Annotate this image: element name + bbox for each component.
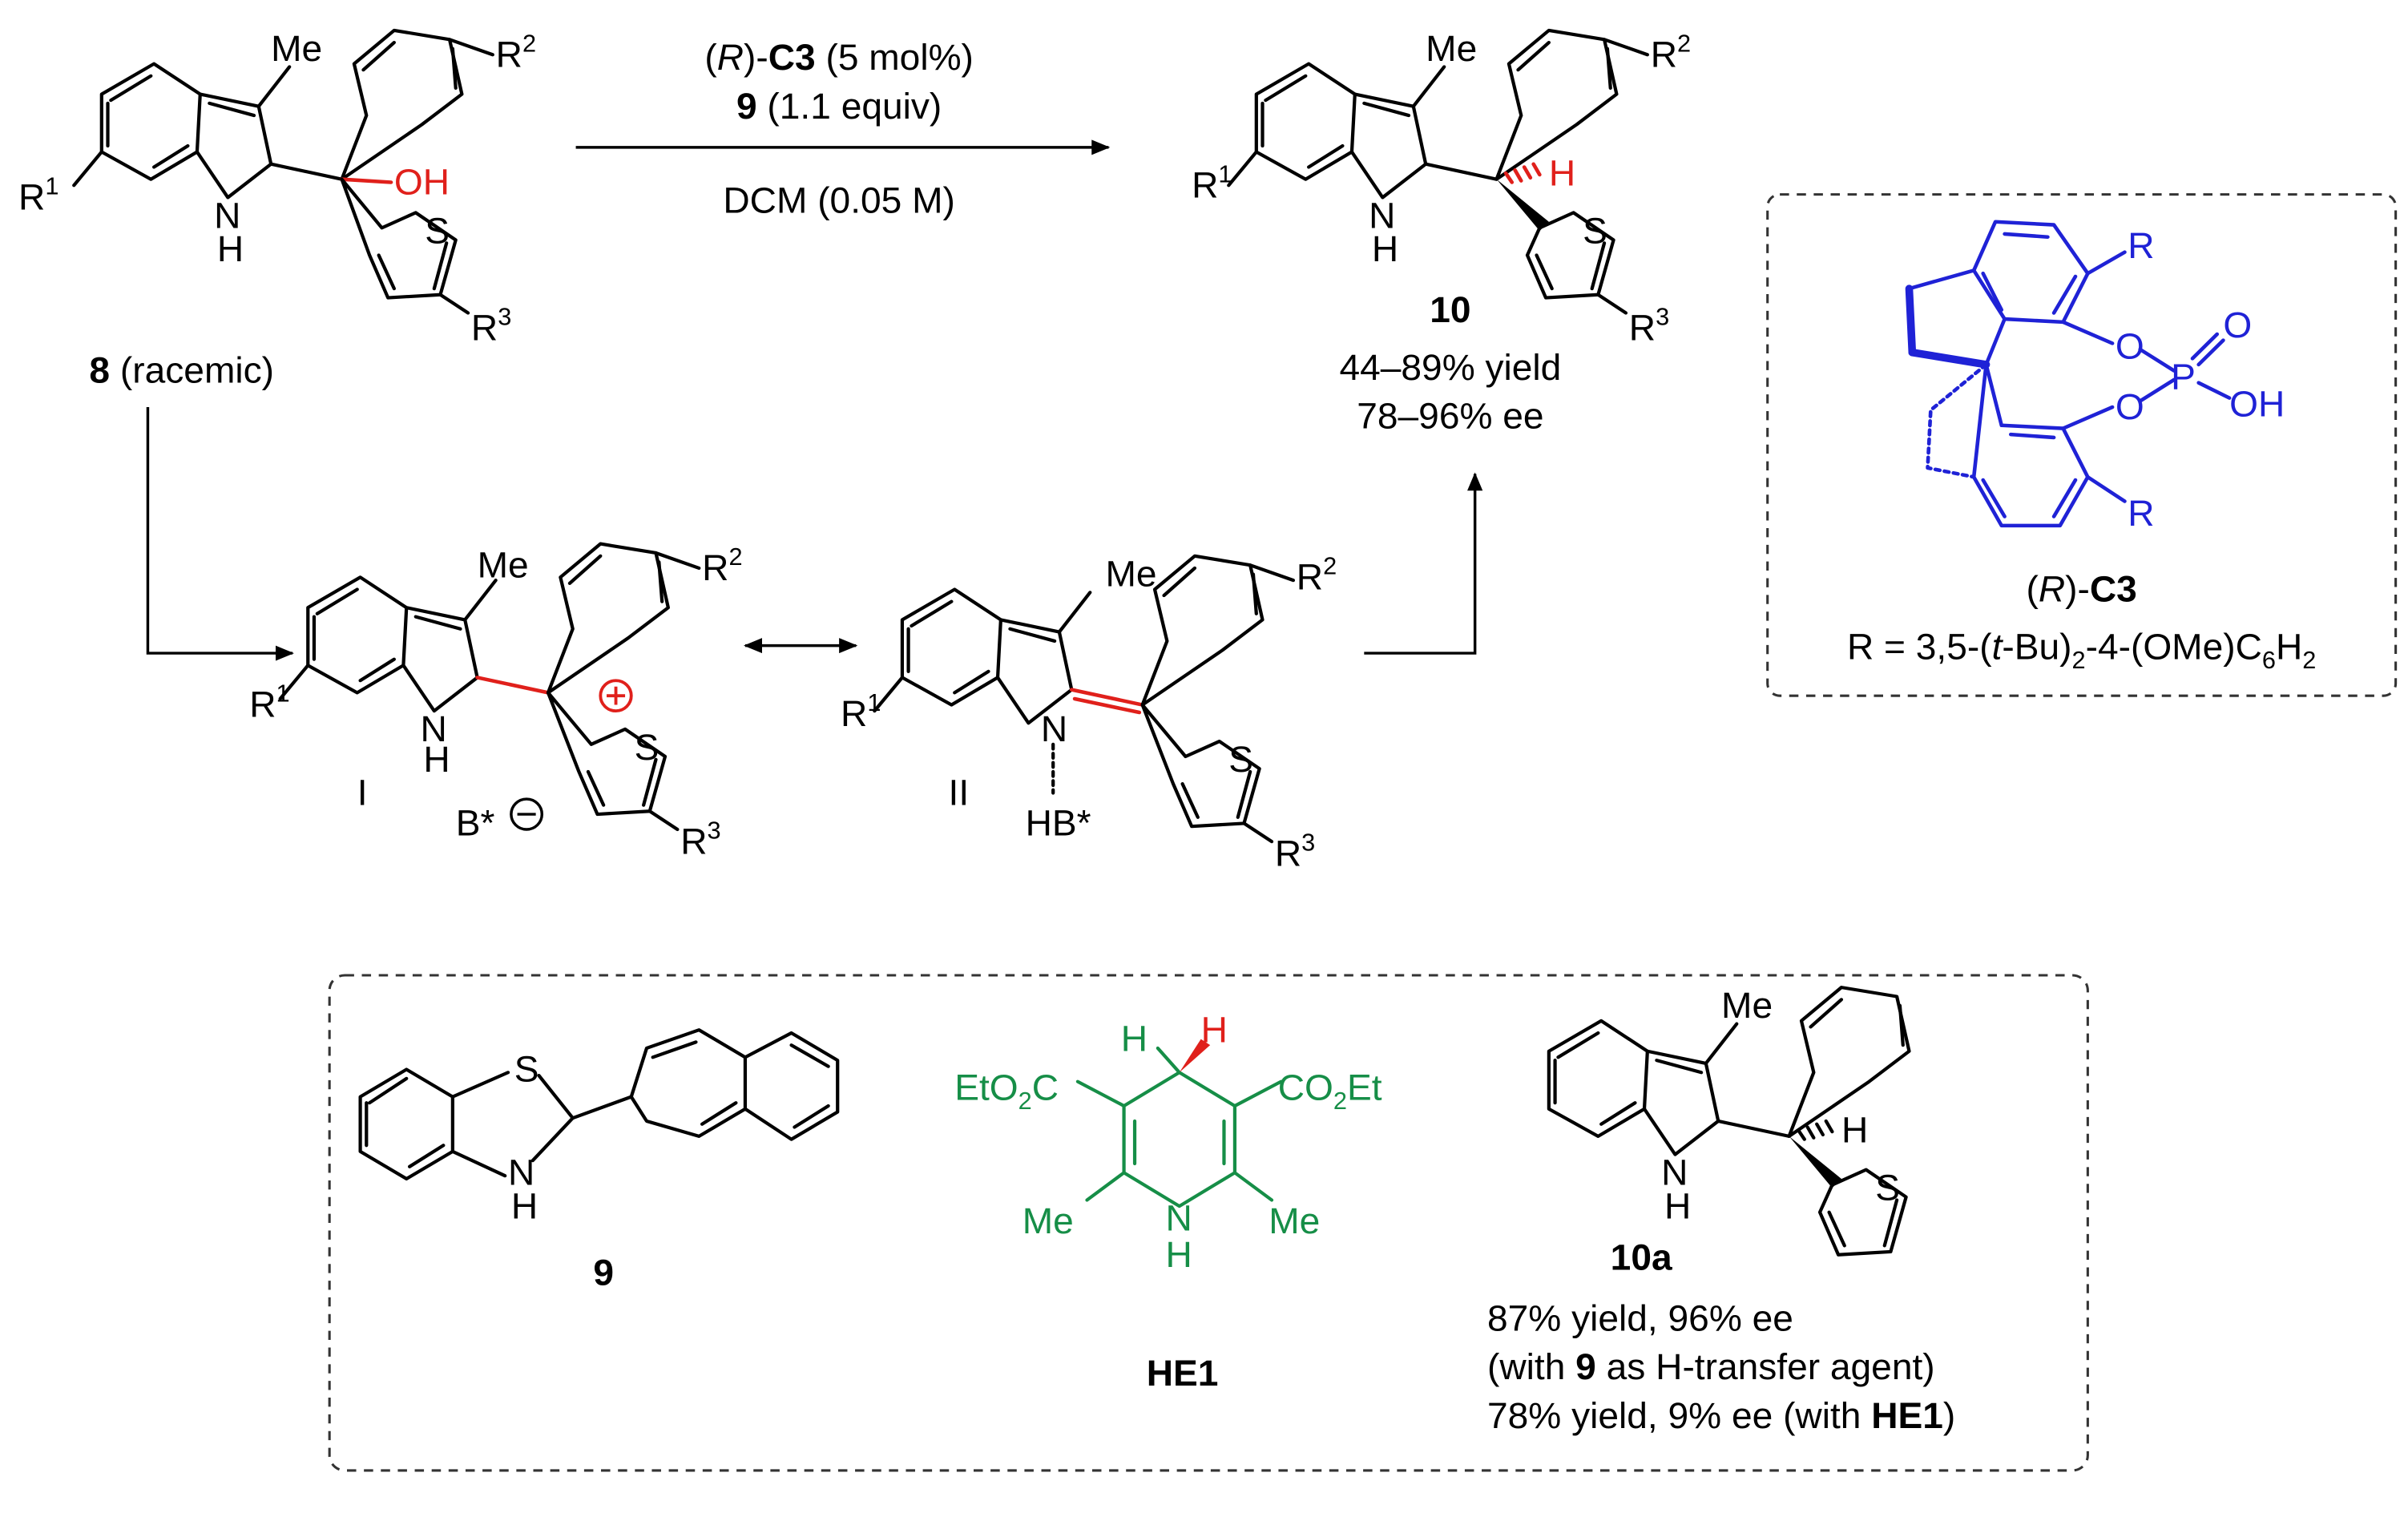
product-yield: 44–89% yield bbox=[1339, 347, 1561, 388]
compound-10a-methyl: Me bbox=[1721, 985, 1773, 1026]
product-thiophene-s: S bbox=[1583, 211, 1607, 252]
intermediate-i-counterion: B* bbox=[456, 803, 495, 844]
solvent-condition: DCM (0.05 M) bbox=[723, 180, 954, 221]
product-r3-label: R3 bbox=[1629, 304, 1669, 349]
intermediate-ii-structure bbox=[873, 554, 1296, 844]
compound-10a-result3: 78% yield, 9% ee (with HE1) bbox=[1487, 1395, 1955, 1436]
comparison-box bbox=[328, 974, 2089, 1472]
compound-9-h: H bbox=[511, 1186, 538, 1227]
intermediate-ii-methyl: Me bbox=[1106, 554, 1157, 595]
substrate-r3-label: R3 bbox=[471, 304, 511, 349]
hantzsch-me-left: Me bbox=[1022, 1200, 1074, 1241]
intermediate-i-structure bbox=[278, 542, 701, 832]
intermediate-i-nh-n: N bbox=[421, 708, 447, 749]
product-ee: 78–96% ee bbox=[1357, 396, 1543, 437]
hantzsch-id: HE1 bbox=[1147, 1353, 1219, 1394]
catalyst-name: (R)-C3 bbox=[2027, 569, 2137, 610]
intermediate-i-r1: R1 bbox=[249, 680, 289, 725]
compound-10a-nh: H bbox=[1664, 1186, 1691, 1227]
compound-10a-result1: 87% yield, 96% ee bbox=[1487, 1298, 1793, 1339]
catalyst-o2: O bbox=[2116, 386, 2144, 427]
substrate-r2-label: R2 bbox=[496, 30, 536, 75]
compound-10a-s: S bbox=[1875, 1168, 1900, 1208]
intermediate-i-methyl: Me bbox=[478, 545, 529, 586]
intermediate-ii-id: II bbox=[949, 773, 970, 813]
intermediate-ii-acid: HB* bbox=[1026, 803, 1091, 844]
catalyst-o1: O bbox=[2116, 326, 2144, 367]
catalyst-p: P bbox=[2171, 357, 2196, 397]
intermediate-i-thiophene-s: S bbox=[635, 727, 659, 768]
substrate-oh-label: OH bbox=[394, 162, 450, 203]
intermediate-ii-r3: R3 bbox=[1275, 829, 1315, 874]
arrow-to-intermediate-i bbox=[146, 407, 294, 661]
compound-10a-id: 10a bbox=[1611, 1237, 1672, 1278]
intermediate-i-r2: R2 bbox=[702, 543, 742, 588]
hantzsch-h-left: H bbox=[1121, 1019, 1148, 1059]
intermediate-i-nh-h: H bbox=[423, 739, 450, 780]
intermediate-ii-thiophene-s: S bbox=[1228, 739, 1253, 780]
catalyst-o-double: O bbox=[2223, 305, 2252, 345]
product-methyl-label: Me bbox=[1426, 28, 1477, 69]
intermediate-ii-r2: R2 bbox=[1297, 553, 1337, 598]
compound-9-structure bbox=[358, 1028, 840, 1181]
catalyst-r-top: R bbox=[2128, 226, 2154, 267]
product-r2-label: R2 bbox=[1651, 30, 1691, 75]
substrate-r1-label: R1 bbox=[18, 173, 58, 218]
product-h-label: H bbox=[1549, 153, 1575, 194]
arrow-to-product bbox=[1364, 472, 1483, 655]
substrate-caption: 8 (racemic) bbox=[89, 350, 274, 391]
compound-10a-structure bbox=[1547, 986, 1911, 1257]
product-nh-n: N bbox=[1369, 196, 1395, 236]
intermediate-ii-n: N bbox=[1041, 708, 1067, 749]
hantzsch-nh: H bbox=[1165, 1234, 1192, 1275]
compound-10a-result2: (with 9 as H-transfer agent) bbox=[1487, 1346, 1935, 1387]
catalyst-box bbox=[1766, 193, 2398, 697]
catalyst-r-bottom: R bbox=[2128, 493, 2154, 534]
hantzsch-co2et: CO2Et bbox=[1278, 1067, 1382, 1115]
intermediate-ii-r1: R1 bbox=[841, 689, 881, 734]
product-id: 10 bbox=[1430, 289, 1470, 330]
intermediate-i-id: I bbox=[357, 773, 368, 813]
compound-9-s: S bbox=[514, 1049, 539, 1090]
compound-10a-h: H bbox=[1841, 1110, 1868, 1151]
substrate-thiophene-s: S bbox=[425, 211, 450, 252]
catalyst-c3-structure bbox=[1905, 220, 2232, 528]
catalyst-condition: (R)-C3 (5 mol%) bbox=[704, 37, 974, 78]
product-10-structure bbox=[1227, 28, 1649, 315]
reagent-condition: 9 (1.1 equiv) bbox=[736, 86, 942, 127]
compound-9-id: 9 bbox=[593, 1253, 614, 1293]
hantzsch-me-right: Me bbox=[1269, 1200, 1320, 1241]
substrate-8-structure bbox=[72, 28, 494, 315]
substrate-nh-n: N bbox=[214, 196, 240, 236]
product-r1-label: R1 bbox=[1192, 161, 1232, 206]
catalyst-r-definition: R = 3,5-(t-Bu)2-4-(OMe)C6H2 bbox=[1847, 627, 2316, 674]
counterion-negative-charge bbox=[510, 797, 544, 831]
compound-9-n: N bbox=[508, 1152, 534, 1193]
substrate-nh-h: H bbox=[217, 228, 244, 269]
compound-10a-n: N bbox=[1661, 1152, 1688, 1193]
hantzsch-h-right: H bbox=[1201, 1010, 1228, 1051]
hantzsch-eto2c: EtO2C bbox=[954, 1067, 1059, 1115]
hantzsch-ester-structure bbox=[1075, 1039, 1283, 1208]
product-nh-h: H bbox=[1372, 228, 1398, 269]
hantzsch-n: N bbox=[1165, 1198, 1192, 1239]
catalyst-oh: OH bbox=[2229, 384, 2285, 425]
substrate-methyl-label: Me bbox=[271, 28, 322, 69]
intermediate-i-r3: R3 bbox=[680, 817, 720, 862]
